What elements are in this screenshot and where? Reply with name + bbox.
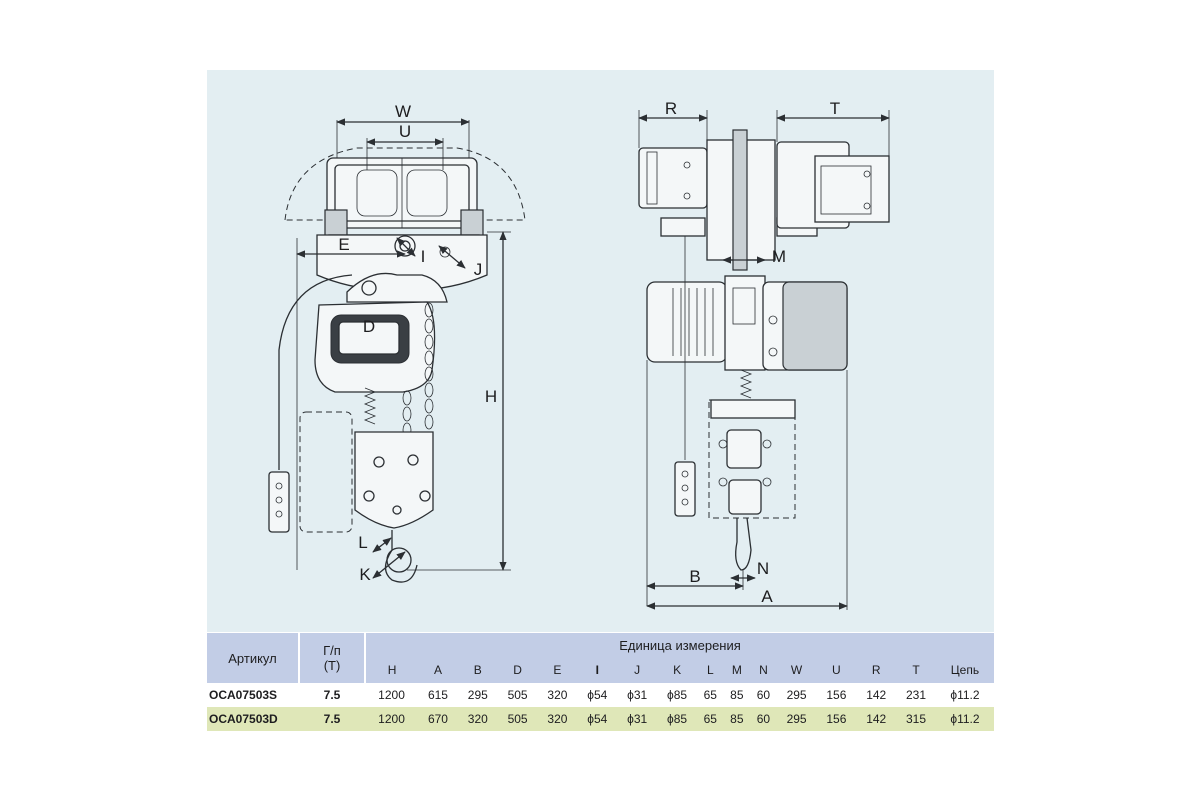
dim-label-I: I xyxy=(421,247,426,266)
table-cell: 60 xyxy=(750,707,777,731)
table-cell: 156 xyxy=(816,707,857,731)
table-cell: 315 xyxy=(896,707,936,731)
table-cell: 142 xyxy=(856,683,897,707)
table-cell: ϕ54 xyxy=(577,683,618,707)
table-row: OCA07503D 7.5 1200 670 320 505 320 ϕ54 ϕ… xyxy=(207,707,994,731)
table-cell: ϕ85 xyxy=(657,707,698,731)
table-cell: 295 xyxy=(776,683,817,707)
dim-label-R: R xyxy=(665,99,677,118)
column-header: M xyxy=(723,657,751,683)
table-cell: 505 xyxy=(497,683,538,707)
header-capacity-line2: (Т) xyxy=(323,658,341,673)
dim-label-J: J xyxy=(474,260,483,279)
table-cell: 320 xyxy=(457,707,498,731)
article-code: OCA07503S xyxy=(207,683,299,707)
spec-table: Артикул Г/п (Т) Единица измерения H A B … xyxy=(207,633,994,731)
dim-label-T: T xyxy=(830,99,840,118)
column-header: I xyxy=(577,657,618,683)
dim-label-N: N xyxy=(757,559,769,578)
column-header: Цепь xyxy=(935,657,994,683)
column-header: A xyxy=(418,657,458,683)
table-cell: 85 xyxy=(723,683,751,707)
table-cell: ϕ31 xyxy=(617,707,658,731)
column-header: H xyxy=(363,657,419,683)
column-header: N xyxy=(750,657,777,683)
capacity-value: 7.5 xyxy=(299,707,365,731)
table-cell: 65 xyxy=(697,683,724,707)
table-cell: 1200 xyxy=(365,683,419,707)
table-cell: 142 xyxy=(856,707,897,731)
table-cell: ϕ85 xyxy=(657,683,698,707)
dim-label-A: A xyxy=(761,587,773,606)
dim-label-H: H xyxy=(485,387,497,406)
column-header: D xyxy=(497,657,538,683)
header-units: Единица измерения xyxy=(364,633,994,657)
table-cell: 231 xyxy=(896,683,936,707)
table-row: OCA07503S 7.5 1200 615 295 505 320 ϕ54 ϕ… xyxy=(207,683,994,707)
dim-label-D: D xyxy=(363,317,375,336)
table-cell: 615 xyxy=(418,683,458,707)
table-cell: 505 xyxy=(497,707,538,731)
table-cell: 295 xyxy=(776,707,817,731)
dim-label-L: L xyxy=(358,533,367,552)
table-cell: 320 xyxy=(537,683,578,707)
column-header: T xyxy=(896,657,936,683)
hoist-drawing: W U E I J D H L xyxy=(268,99,890,610)
dim-label-U: U xyxy=(399,122,411,141)
table-cell: 295 xyxy=(457,683,498,707)
table-cell: 65 xyxy=(697,707,724,731)
table-cell: ϕ11.2 xyxy=(935,707,994,731)
column-header: L xyxy=(697,657,724,683)
dim-label-M: M xyxy=(772,247,786,266)
table-cell: 60 xyxy=(750,683,777,707)
column-header: K xyxy=(657,657,698,683)
table-cell: 156 xyxy=(816,683,857,707)
column-header: B xyxy=(457,657,498,683)
header-article: Артикул xyxy=(207,633,299,683)
article-code: OCA07503D xyxy=(207,707,299,731)
dim-label-K: K xyxy=(359,565,371,584)
column-header: R xyxy=(856,657,897,683)
table-cell: ϕ54 xyxy=(577,707,618,731)
column-header-row: H A B D E I J K L M N W U R T Цепь xyxy=(207,657,994,683)
dim-label-B: B xyxy=(689,567,700,586)
dim-label-E: E xyxy=(338,235,349,254)
table-cell: ϕ11.2 xyxy=(935,683,994,707)
column-header: J xyxy=(617,657,658,683)
capacity-value: 7.5 xyxy=(299,683,365,707)
header-capacity: Г/п (Т) xyxy=(298,633,365,683)
table-cell: 85 xyxy=(723,707,751,731)
technical-drawing-panel: W U E I J D H L xyxy=(207,70,994,632)
table-cell: 320 xyxy=(537,707,578,731)
dim-label-W: W xyxy=(395,102,411,121)
table-cell: ϕ31 xyxy=(617,683,658,707)
front-view: W U E I J D H L xyxy=(268,102,526,584)
column-header: E xyxy=(537,657,578,683)
table-cell: 1200 xyxy=(365,707,419,731)
table-cell: 670 xyxy=(418,707,458,731)
header-capacity-line1: Г/п xyxy=(323,643,341,658)
column-header: U xyxy=(816,657,857,683)
column-header: W xyxy=(776,657,817,683)
side-view: R T M B N A xyxy=(638,99,890,610)
